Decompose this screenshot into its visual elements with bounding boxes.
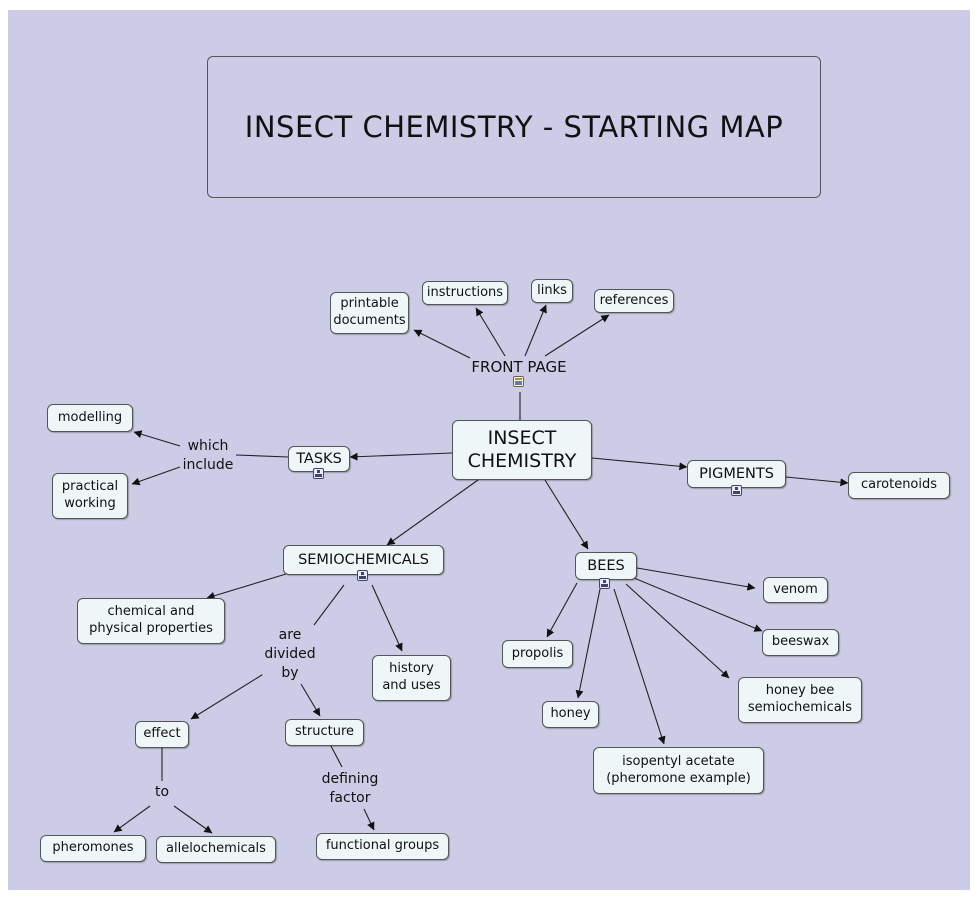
link-frontpage-references	[544, 314, 610, 357]
link-structure-defining	[330, 745, 343, 768]
link-center-pigments	[591, 457, 688, 471]
node-links[interactable]: links	[531, 279, 573, 303]
link-frontpage-printable	[413, 329, 471, 359]
node-chemical-physical[interactable]: chemical and physical properties	[77, 598, 225, 644]
node-references[interactable]: references	[594, 289, 674, 313]
link-semio-aredivided	[313, 584, 345, 626]
node-tasks[interactable]: TASKS	[288, 446, 350, 472]
submap-icon[interactable]	[357, 570, 368, 581]
node-beeswax[interactable]: beeswax	[762, 629, 839, 656]
submap-icon[interactable]	[731, 485, 742, 496]
link-bees-beeswax	[633, 577, 763, 632]
node-carotenoids[interactable]: carotenoids	[848, 472, 950, 499]
link-which-modelling	[133, 430, 181, 447]
node-propolis[interactable]: propolis	[502, 640, 573, 668]
node-functional-groups[interactable]: functional groups	[316, 833, 449, 860]
node-honey[interactable]: honey	[542, 701, 599, 728]
node-insect-chemistry[interactable]: INSECT CHEMISTRY	[452, 420, 592, 480]
map-title: INSECT CHEMISTRY - STARTING MAP	[207, 56, 821, 198]
node-pheromones[interactable]: pheromones	[40, 835, 146, 862]
link-semio-history	[371, 584, 403, 652]
link-to-allelochemicals	[173, 805, 213, 834]
link-tasks-which	[235, 454, 289, 458]
node-modelling[interactable]: modelling	[47, 404, 133, 432]
node-history-uses[interactable]: history and uses	[372, 655, 451, 701]
node-front-page[interactable]: FRONT PAGE	[471, 358, 567, 376]
node-printable-documents[interactable]: printable documents	[330, 292, 409, 334]
link-center-semio	[386, 479, 479, 546]
node-venom[interactable]: venom	[763, 577, 828, 603]
link-center-bees	[544, 479, 589, 550]
link-aredivided-effect	[190, 672, 266, 720]
link-center-tasks	[349, 452, 453, 461]
submap-icon[interactable]	[313, 468, 324, 479]
link-which-practical	[131, 466, 181, 486]
link-bees-hbsemio	[625, 583, 730, 679]
link-semio-chemical	[206, 573, 287, 600]
link-bees-propolis	[546, 582, 578, 638]
link-bees-venom	[636, 567, 756, 591]
document-icon[interactable]	[513, 376, 524, 387]
node-isopentyl-acetate[interactable]: isopentyl acetate (pheromone example)	[593, 747, 764, 794]
node-instructions[interactable]: instructions	[422, 281, 508, 305]
label-to: to	[152, 783, 172, 802]
label-defining-factor: defining factor	[319, 770, 381, 808]
link-frontpage-instructions	[475, 307, 506, 357]
node-bees[interactable]: BEES	[575, 552, 637, 580]
node-allelochemicals[interactable]: allelochemicals	[156, 836, 276, 863]
node-honey-bee-semiochemicals[interactable]: honey bee semiochemicals	[738, 677, 862, 723]
link-defining-functional	[363, 808, 375, 831]
node-effect[interactable]: effect	[135, 721, 189, 748]
label-which-include: which include	[180, 437, 236, 475]
node-practical-working[interactable]: practical working	[52, 473, 128, 519]
link-bees-isopentyl	[613, 588, 666, 745]
link-bees-honey	[575, 588, 601, 699]
submap-icon[interactable]	[599, 578, 610, 589]
link-to-pheromones	[113, 805, 151, 833]
link-frontpage-links	[524, 304, 547, 357]
node-pigments[interactable]: PIGMENTS	[687, 460, 786, 488]
label-are-divided-by: are divided by	[262, 626, 318, 683]
link-aredivided-structure	[300, 683, 321, 717]
link-pigments-carotenoids	[785, 476, 849, 487]
node-structure[interactable]: structure	[285, 719, 364, 746]
